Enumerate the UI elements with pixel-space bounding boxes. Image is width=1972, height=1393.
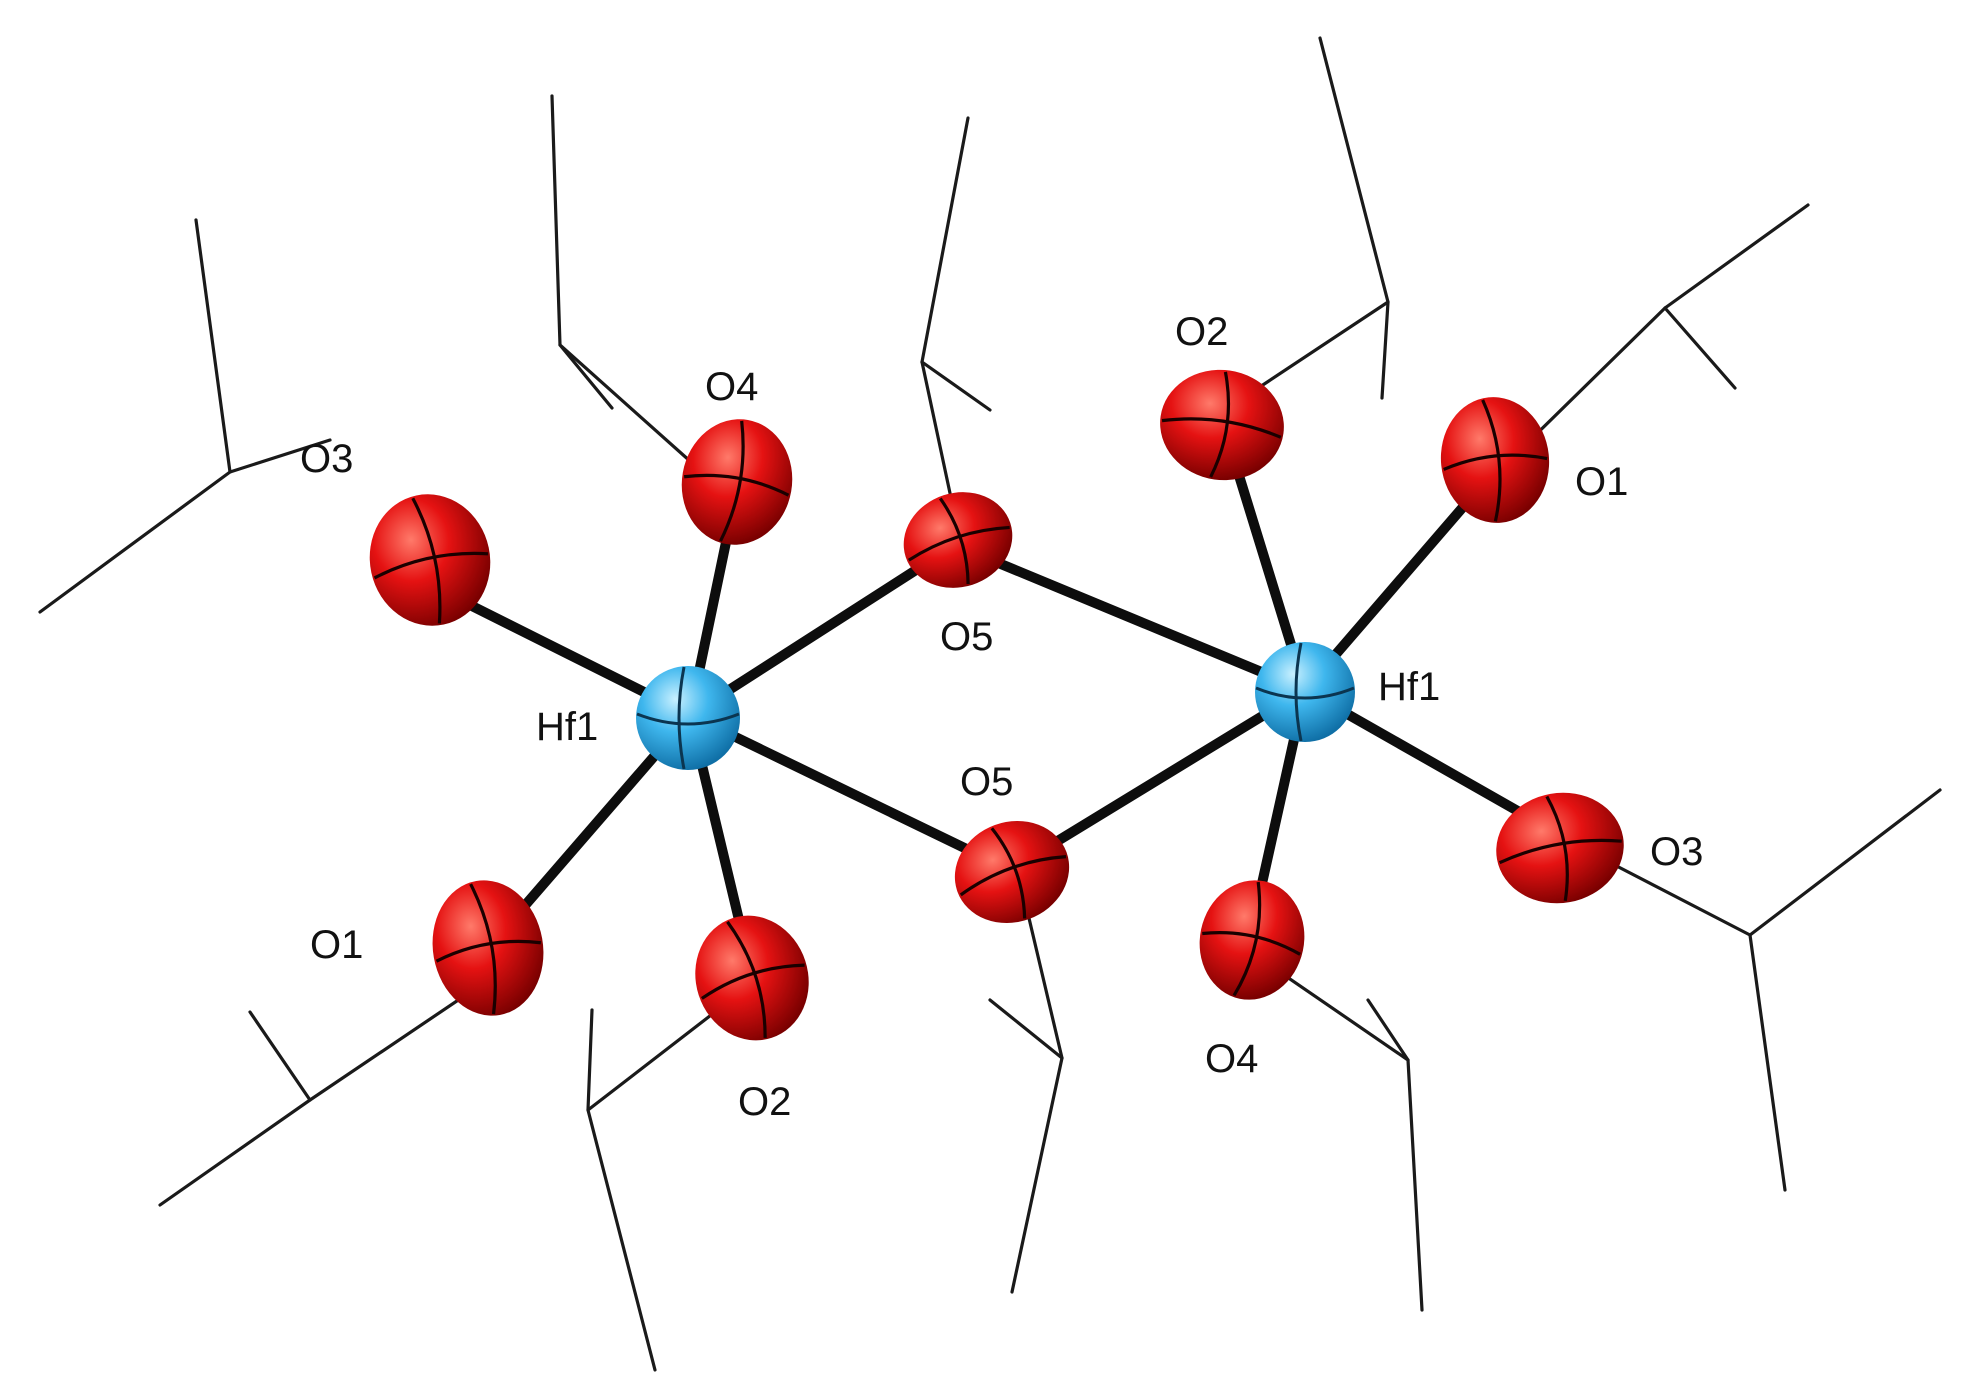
stick-o2-right bbox=[1223, 36, 1390, 412]
stick-o2-left-branch bbox=[586, 1008, 594, 1112]
stick-o5-top bbox=[920, 116, 970, 542]
atom-labels: Hf1 Hf1 O3 O4 O5 O5 O1 O2 O2 O1 O3 O4 bbox=[300, 310, 1703, 1124]
stick-o4-left-branch bbox=[558, 343, 614, 410]
label-o2-top-right: O2 bbox=[1175, 310, 1228, 354]
atom-o3-left bbox=[369, 494, 491, 626]
stick-o4-left bbox=[550, 94, 702, 472]
label-o4-bottom-right: O4 bbox=[1205, 1037, 1258, 1081]
atom-o5-top bbox=[903, 492, 1013, 588]
stick-o1-left bbox=[158, 978, 490, 1207]
atom-o4-left bbox=[681, 419, 793, 545]
atom-hf-right bbox=[1255, 642, 1355, 742]
stick-o3-left-branch bbox=[194, 218, 232, 474]
label-hf-left: Hf1 bbox=[536, 705, 598, 749]
oxygen-atoms bbox=[369, 369, 1624, 1041]
label-o3-left: O3 bbox=[300, 437, 353, 481]
hafnium-atoms bbox=[636, 642, 1355, 770]
bond-hf-left-o5-bottom bbox=[685, 710, 1015, 875]
stick-o3-left bbox=[38, 438, 332, 614]
stick-o3-right-branch bbox=[1748, 933, 1787, 1192]
label-o1-left: O1 bbox=[310, 923, 363, 967]
label-hf-right: Hf1 bbox=[1378, 665, 1440, 709]
stick-o2-right-branch bbox=[1380, 300, 1390, 400]
atom-o2-left bbox=[695, 915, 809, 1041]
label-o3-right: O3 bbox=[1650, 830, 1703, 874]
atom-o1-left bbox=[432, 880, 544, 1016]
stick-o1-right bbox=[1508, 203, 1810, 462]
stick-o2-left bbox=[586, 983, 752, 1372]
label-o2-bottom-left: O2 bbox=[738, 1080, 791, 1124]
atom-o3-right bbox=[1496, 792, 1624, 904]
bond-hf-right-o5-top bbox=[950, 540, 1310, 695]
stick-o5-bottom-branch bbox=[988, 998, 1064, 1060]
stick-o5-top-branch bbox=[920, 360, 992, 412]
stick-o4-right-branch bbox=[1366, 998, 1410, 1062]
atom-hf-left bbox=[636, 666, 740, 770]
atom-o1-right bbox=[1440, 397, 1550, 523]
atom-o5-bottom bbox=[954, 820, 1070, 924]
bond-hf-left-o5-top bbox=[685, 540, 960, 720]
stick-o4-right bbox=[1253, 953, 1424, 1312]
stick-o1-left-branch bbox=[248, 1010, 312, 1102]
label-o5-top: O5 bbox=[940, 615, 993, 659]
atom-o4-right bbox=[1199, 880, 1305, 1000]
atom-o2-right bbox=[1160, 369, 1284, 481]
label-o5-bottom: O5 bbox=[960, 760, 1013, 804]
stick-o1-right-branch bbox=[1663, 306, 1737, 390]
label-o1-right: O1 bbox=[1575, 460, 1628, 504]
ligand-sticks bbox=[38, 36, 1942, 1372]
stick-o5-bottom bbox=[1010, 878, 1064, 1294]
label-o4-top-left: O4 bbox=[705, 365, 758, 409]
